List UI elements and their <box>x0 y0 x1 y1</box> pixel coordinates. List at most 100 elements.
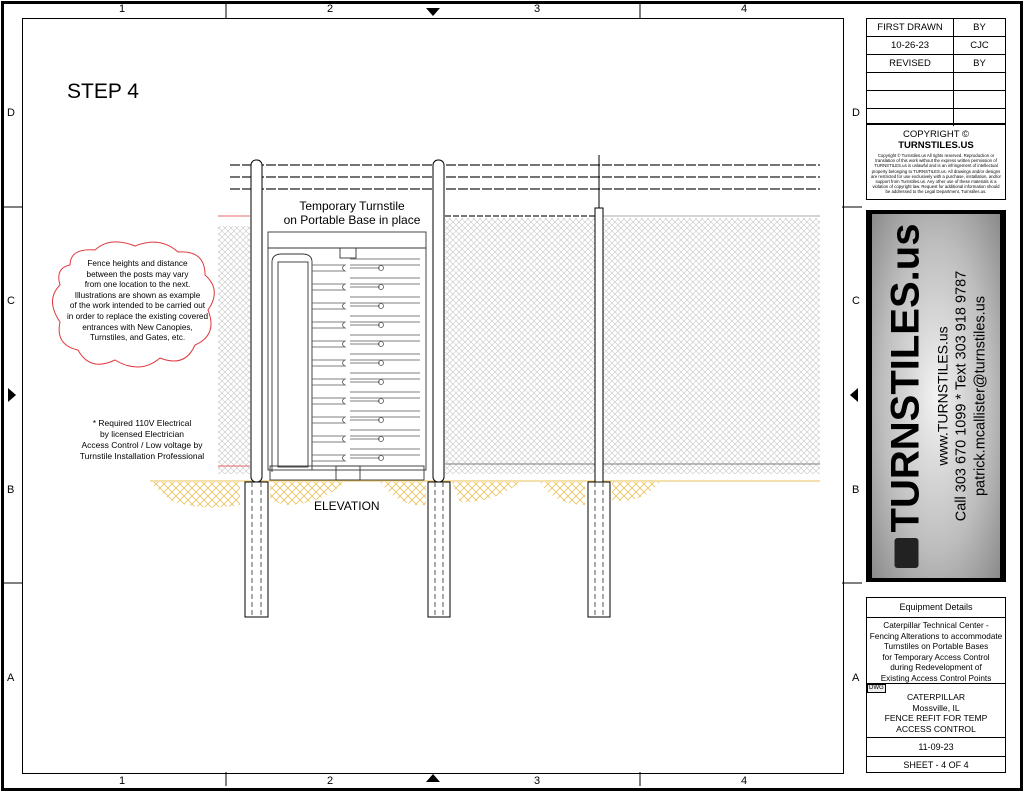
row-label: A <box>7 672 15 684</box>
column-label: 3 <box>534 775 541 787</box>
column-label: 2 <box>327 775 334 787</box>
turnstile-bar <box>350 391 420 402</box>
column-label: 1 <box>119 3 126 15</box>
turnstile-bar <box>350 410 420 421</box>
logo-email: patrick.mcallister@turnstiles.us <box>972 295 989 497</box>
label-line: on Portable Base in place <box>283 213 421 227</box>
barbed-wire <box>230 164 820 190</box>
turnstile-arm <box>312 283 347 291</box>
dwg-line: ACCESS CONTROL <box>896 723 976 734</box>
turnstile-hub <box>378 341 384 347</box>
by-label: BY <box>973 22 986 33</box>
note-line: in order to replace the existing covered <box>66 311 209 321</box>
note-line: Access Control / Low voltage by <box>81 440 203 450</box>
chain-link-right <box>445 218 820 474</box>
copyright-text: Copyright © Turnstiles.us All rights res… <box>871 153 1001 195</box>
arrow-up-icon <box>426 774 440 782</box>
drawing-date: 11-09-23 <box>867 738 1005 757</box>
turnstile-bar <box>350 334 420 345</box>
cloud-callout <box>52 241 215 368</box>
revision-block: FIRST DRAWN BY 10-26-23 CJC REVISED BY <box>866 18 1006 126</box>
turnstile-hub <box>378 360 384 366</box>
turnstile-hub <box>378 398 384 404</box>
turnstile-bar <box>350 277 420 288</box>
turnstile-arm <box>312 454 347 462</box>
first-drawn-by: CJC <box>970 40 989 51</box>
note-line: Fence heights and distance <box>87 259 188 268</box>
detail-line: Turnstiles on Portable Bases <box>883 642 989 651</box>
company-logo: TURNSTILES.us www.TURNSTILES.us Call 303… <box>866 210 1006 582</box>
note-line: from one location to the next. <box>84 280 191 290</box>
arrow-down-icon <box>426 8 440 16</box>
equipment-details: Caterpillar Technical Center - Fencing A… <box>867 618 1005 684</box>
arrow-left-icon <box>850 388 858 402</box>
note-line: by licensed Electrician <box>99 429 185 439</box>
chain-link-left <box>218 226 250 474</box>
detail-line: during Redevelopment of <box>890 663 982 672</box>
ground <box>150 480 820 508</box>
turnstile-hub <box>378 284 384 290</box>
turnstile-arm <box>312 435 347 443</box>
logo-brand: TURNSTILES.us <box>883 223 928 533</box>
column-label: 4 <box>741 3 748 15</box>
turnstile-arm <box>312 359 347 367</box>
note-line: * Required 110V Electrical <box>92 418 192 428</box>
logo-phone: Call 303 670 1099 * Text 303 918 9787 <box>953 270 970 522</box>
cloud-note: Fence heights and distance between the p… <box>50 259 225 344</box>
revised-by-label: BY <box>973 58 986 69</box>
turnstile-bar <box>350 429 420 440</box>
note-line: Turnstiles, and Gates, etc. <box>89 333 186 343</box>
revised-label: REVISED <box>867 55 954 72</box>
note-line: Illustrations are shown as example <box>74 290 201 300</box>
row-label: D <box>7 107 15 119</box>
turnstile-bar <box>350 372 420 383</box>
equipment-details-label: Equipment Details <box>867 598 1005 618</box>
turnstile-arms <box>312 258 420 462</box>
turnstile-arm <box>312 416 347 424</box>
turnstile-hub <box>378 417 384 423</box>
first-drawn-label: FIRST DRAWN <box>867 19 954 36</box>
equipment-block: Equipment Details Caterpillar Technical … <box>866 597 1006 773</box>
note-line: entrances with New Canopies, <box>82 322 193 332</box>
turnstile-icon <box>894 538 918 569</box>
copyright-label: COPYRIGHT © <box>903 129 969 140</box>
note-line: between the posts may vary <box>86 269 189 279</box>
turnstile-bar <box>350 296 420 307</box>
row-label: A <box>852 672 860 684</box>
first-drawn-date: 10-26-23 <box>867 37 954 54</box>
row-label: C <box>852 295 860 307</box>
row-label: C <box>7 295 15 307</box>
column-label: 1 <box>119 775 126 787</box>
zone-ticks <box>4 4 862 786</box>
turnstile-hub <box>378 379 384 385</box>
dwg-label: DWG <box>867 684 886 693</box>
turnstile-arm <box>312 340 347 348</box>
view-label: ELEVATION <box>314 499 380 513</box>
row-label: D <box>852 107 860 119</box>
column-label: 2 <box>327 3 334 15</box>
note-line: of the work intended to be carried out <box>69 301 206 311</box>
arrow-right-icon <box>8 388 16 402</box>
column-label: 4 <box>741 775 748 787</box>
copyright-block: COPYRIGHT © TURNSTILES.US Copyright © Tu… <box>866 124 1006 200</box>
turnstile-hub <box>378 322 384 328</box>
turnstile-arm <box>312 378 347 386</box>
row-label: B <box>7 484 15 496</box>
copyright-brand: TURNSTILES.US <box>898 140 974 151</box>
logo-website: www.TURNSTILES.us <box>934 326 951 466</box>
dwg-block: DWG CATERPILLAR Mossville, IL FENCE REFI… <box>867 684 1005 738</box>
dwg-line: CATERPILLAR <box>906 692 966 702</box>
turnstile-hub <box>378 436 384 442</box>
turnstile-bar <box>350 315 420 326</box>
note-line: Turnstile Installation Professional <box>79 451 205 461</box>
electrical-note: * Required 110V Electrical by licensed E… <box>72 418 212 462</box>
turnstile-label: Temporary Turnstile on Portable Base in … <box>262 199 442 227</box>
logo-content: TURNSTILES.us www.TURNSTILES.us Call 303… <box>884 214 989 578</box>
dwg-line: FENCE REFIT FOR TEMP <box>884 713 988 723</box>
column-label: 3 <box>534 3 541 15</box>
label-line: Temporary Turnstile <box>299 199 405 213</box>
center-arrows <box>8 8 858 782</box>
turnstile-bar <box>350 448 420 459</box>
